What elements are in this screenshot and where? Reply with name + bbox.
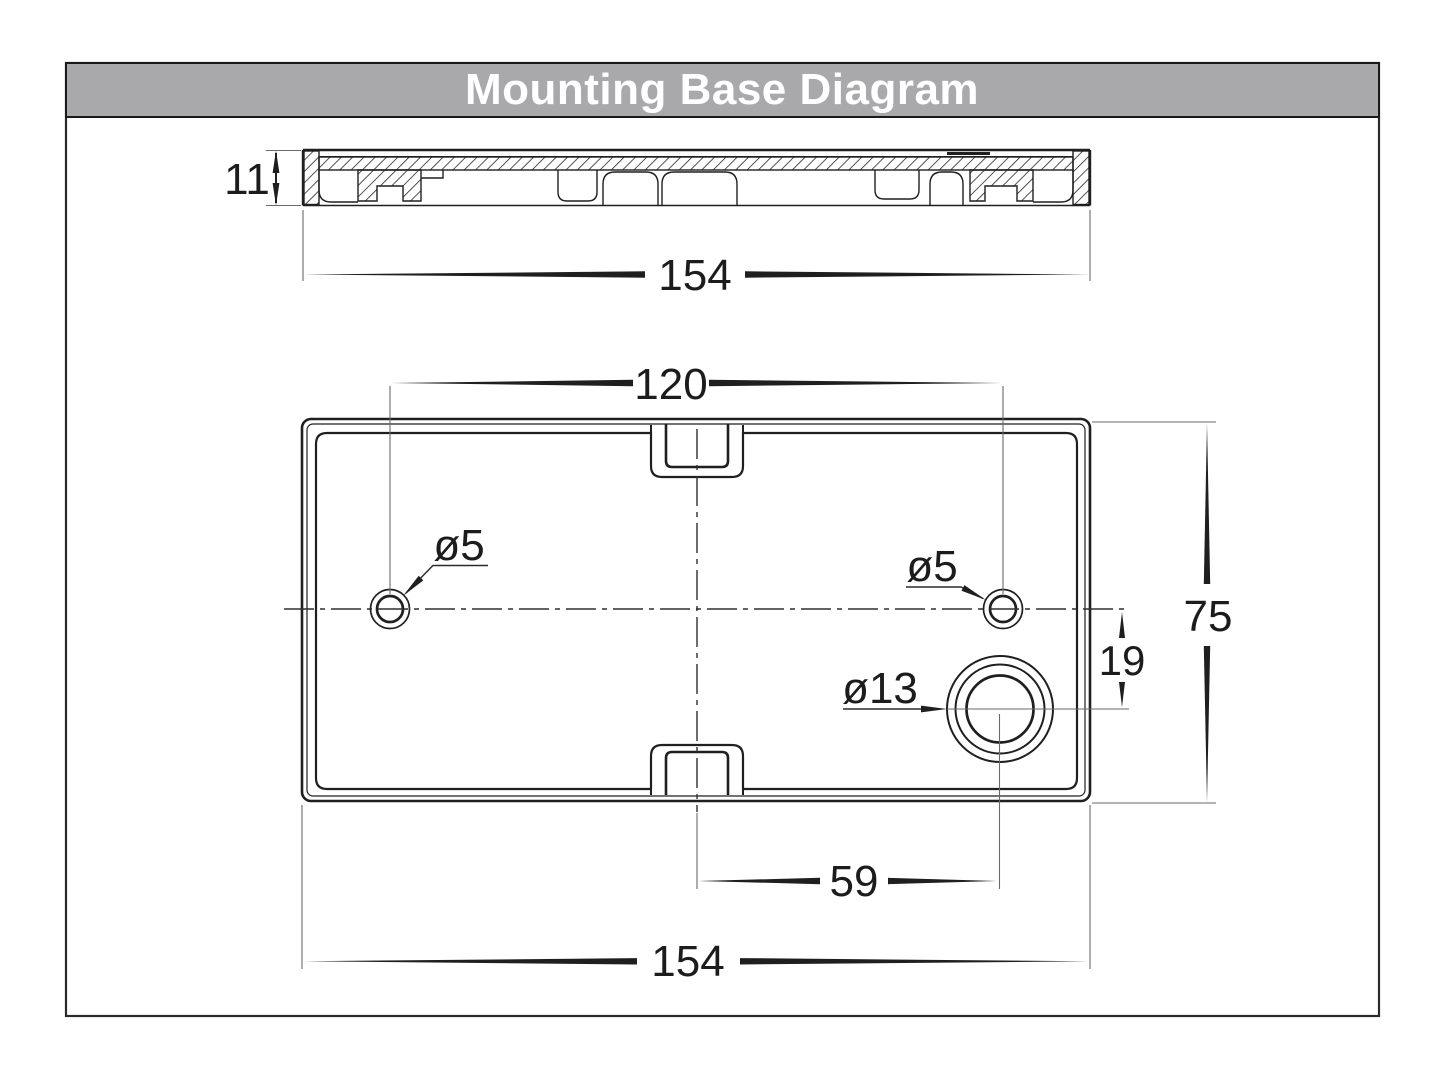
side-section-view xyxy=(301,148,1092,207)
dim-hole-spacing-text: 120 xyxy=(634,360,707,409)
dim-body-width-text: 154 xyxy=(651,937,724,986)
base-outer-outline xyxy=(300,417,1092,803)
label-cable-hole: ø13 xyxy=(842,664,947,713)
dim-body-width: 154 xyxy=(303,937,1089,986)
label-screw-hole-right: ø5 xyxy=(906,542,986,600)
dim-cable-offset-x-text: 59 xyxy=(830,857,879,906)
notch-rim-walls xyxy=(650,425,744,795)
dim-hole-spacing: 120 xyxy=(391,360,1002,409)
section-ribs xyxy=(318,152,1074,205)
dim-body-height: 75 xyxy=(1184,423,1233,802)
label-cable-hole-text: ø13 xyxy=(842,664,918,713)
dimensions: 11 154 120 ø5 ø5 75 xyxy=(224,150,1233,986)
base-inner-outline xyxy=(314,431,1079,791)
dim-cable-offset-y-text: 19 xyxy=(1099,637,1146,684)
page-border xyxy=(64,61,1381,1018)
section-hatched-areas xyxy=(303,150,1090,206)
extension-lines xyxy=(266,149,1216,969)
page-title: Mounting Base Diagram xyxy=(465,65,979,114)
label-screw-hole-right-text: ø5 xyxy=(906,542,957,591)
label-screw-hole-left: ø5 xyxy=(403,521,488,596)
label-screw-hole-left-text: ø5 xyxy=(433,521,484,570)
header-background xyxy=(65,62,1380,118)
dim-side-height-text: 11 xyxy=(224,155,270,204)
base-rim-line xyxy=(306,423,1086,797)
dim-body-height-text: 75 xyxy=(1184,592,1233,641)
dim-cable-offset-y: 19 xyxy=(1099,612,1146,707)
header-bar: Mounting Base Diagram xyxy=(65,62,1380,118)
top-plan-view xyxy=(284,417,1128,812)
dim-cable-offset-x: 59 xyxy=(698,857,997,906)
dim-side-height: 11 xyxy=(224,150,280,206)
dim-side-width: 154 xyxy=(303,251,1090,300)
dim-side-width-text: 154 xyxy=(658,251,731,300)
